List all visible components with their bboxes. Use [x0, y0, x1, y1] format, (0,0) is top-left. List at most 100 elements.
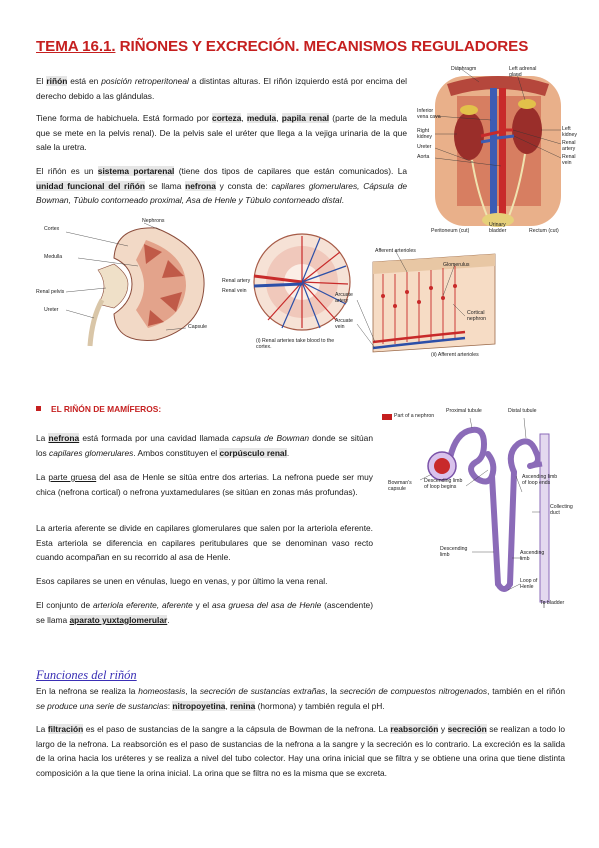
label-arcuate-artery: Arcuate artery — [335, 292, 353, 304]
mamiferos-paragraph-2: La parte gruesa del asa de Henle se sitú… — [36, 470, 373, 499]
text: (parte de la medula que se mete en la pe… — [36, 113, 408, 152]
text: , la — [325, 686, 340, 696]
term-medula: medula — [246, 113, 277, 123]
label-nephrons: Nephrons — [142, 218, 165, 224]
label-renal-artery-2: Renal artery — [222, 278, 251, 284]
term-secrecion: secreción — [447, 724, 487, 734]
left-ureter — [508, 153, 526, 217]
label-collecting-duct: Collecting duct — [550, 504, 573, 516]
label-renal-artery: Renal artery — [562, 140, 576, 152]
label-glomerulus: Glomerulus — [443, 262, 470, 268]
term-retroperitoneal: posición retroperitoneal — [101, 76, 189, 86]
term-partes-nefrona: capilares glomerulares, Cápsula de Bowma… — [36, 180, 408, 206]
term-rinon: riñón — [46, 76, 68, 86]
cortex-surface — [373, 254, 495, 274]
text: : — [167, 700, 173, 711]
left-kidney-shape — [512, 106, 542, 154]
text: , — [225, 700, 231, 711]
text: y consta de: — [215, 180, 272, 191]
kidney-vascular-illustration — [253, 233, 351, 331]
collecting-duct-shape — [539, 433, 550, 603]
label-descending-limb-begins: Descending limb of loop begins — [424, 478, 463, 490]
nephron-tubule — [447, 426, 541, 592]
text: , la — [185, 686, 200, 696]
renal-pyramids — [144, 244, 184, 326]
section-heading-funciones: Funciones del riñón — [36, 668, 137, 682]
text: y el — [192, 600, 212, 610]
text: es el paso de sustancias de la sangre a … — [83, 724, 391, 734]
text: , — [241, 113, 247, 123]
term-asa-gruesa: asa gruesa del asa de Henle — [212, 600, 322, 610]
text: Tiene forma de habichuela. Está formado … — [36, 113, 213, 123]
intro-paragraph-1: El riñón está en posición retroperitonea… — [36, 74, 407, 103]
term-compuestos-nitrogenados: secreción de compuestos nitrogenados — [339, 686, 488, 696]
label-descending-limb: Descending limb — [440, 546, 468, 558]
text: se llama — [145, 180, 186, 191]
intro-paragraph-2: Tiene forma de habichuela. Está formado … — [36, 111, 407, 155]
bladder-shape — [482, 213, 514, 227]
interlobular-vessels — [382, 266, 456, 344]
term-aparato-yuxtaglomerular: aparato yuxtaglomerular — [69, 614, 168, 625]
label-capsule: Capsule — [188, 324, 208, 330]
right-renal-vein — [480, 138, 494, 144]
label-proximal-tubule: Proximal tubule — [446, 408, 482, 414]
text: La — [36, 433, 49, 443]
distal-tubule-shape — [507, 438, 541, 475]
text: , — [276, 113, 282, 123]
label-ascending-limb: Ascending limb — [520, 550, 545, 562]
funciones-paragraph-1: En la nefrona se realiza la homeostasis,… — [36, 684, 565, 713]
descending-limb-shape — [489, 473, 501, 587]
vena-cava-shape — [490, 88, 497, 218]
nephron-illustration — [382, 414, 550, 608]
renal-vein-shape — [253, 282, 303, 288]
term-corpusculo-renal: corpúsculo renal — [219, 447, 287, 458]
label-distal-tubule: Distal tubule — [508, 408, 537, 414]
label-medulla: Medulla — [44, 254, 63, 260]
label-left-kidney: Left kidney — [562, 126, 577, 138]
mamiferos-paragraph-4: Esos capilares se unen en vénulas, luego… — [36, 576, 328, 586]
label-cortical-nephron: Cortical nephron — [467, 310, 487, 322]
mamiferos-paragraph-5: El conjunto de arteriola eferente, afere… — [36, 598, 373, 627]
title-prefix: TEMA 16.1. — [36, 38, 116, 55]
label-diaphragm: Diaphragm — [451, 66, 477, 72]
term-capsula-bowman: capsula de Bowman — [232, 433, 310, 443]
right-kidney-shape — [454, 112, 484, 160]
text: El — [36, 76, 47, 86]
figure-kidney-section: Cortex Nephrons Medulla Renal pelvis Ure… — [36, 218, 221, 348]
proximal-tubule-shape — [447, 426, 497, 485]
mamiferos-paragraph-3: La arteria aferente se divide en capilar… — [36, 523, 373, 562]
term-renina: renina — [230, 700, 256, 711]
intro-paragraph-3: El riñón es un sistema portarenal (tiene… — [36, 164, 407, 208]
label-urinary-bladder: Urinary bladder — [489, 222, 507, 234]
text: (hormona) y también regula el pH. — [255, 700, 385, 711]
mamiferos-paragraph-1: La nefrona está formada por una cavidad … — [36, 431, 373, 460]
glomerulus-shape — [434, 458, 450, 474]
diaphragm-shape — [447, 76, 549, 96]
label-renal-vein: Renal vein — [562, 154, 576, 166]
renal-pelvis-shape — [97, 263, 129, 309]
bullet-square-icon — [36, 406, 41, 411]
term-unidad-funcional: unidad funcional del riñón — [36, 180, 145, 191]
term-capilares-glomerulares: capilares glomerulares — [49, 447, 134, 458]
right-adrenal-gland-shape — [460, 105, 478, 115]
aorta-shape — [499, 88, 506, 218]
text: . Ambos constituyen el — [133, 447, 220, 458]
text: La — [36, 472, 49, 482]
label-aorta: Aorta — [417, 154, 430, 160]
label-ureter: Ureter — [417, 144, 432, 150]
section-heading-text: EL RIÑÓN DE MAMÍFEROS: — [51, 404, 162, 414]
label-bowmans-capsule: Bowman's capsule — [388, 480, 412, 492]
veins — [281, 237, 347, 329]
label-peritoneum: Peritoneum (cut) — [431, 228, 470, 234]
label-rectum: Rectum (cut) — [529, 228, 559, 234]
label-ureter-kidney: Ureter — [44, 307, 59, 313]
text: a distintas alturas. El riñón izquierdo … — [36, 76, 408, 101]
arteries — [267, 236, 349, 328]
label-right-kidney: Right kidney — [417, 128, 432, 140]
figure-urinary-system-anatomy: Diaphragm Left adrenal gland Inferior ve… — [417, 66, 579, 238]
term-nefrona: nefrona — [185, 180, 216, 191]
ureter-shape — [87, 298, 105, 347]
text: , también en el riñón — [487, 686, 566, 696]
text: El riñón es un — [36, 166, 98, 176]
glomeruli — [381, 284, 457, 308]
